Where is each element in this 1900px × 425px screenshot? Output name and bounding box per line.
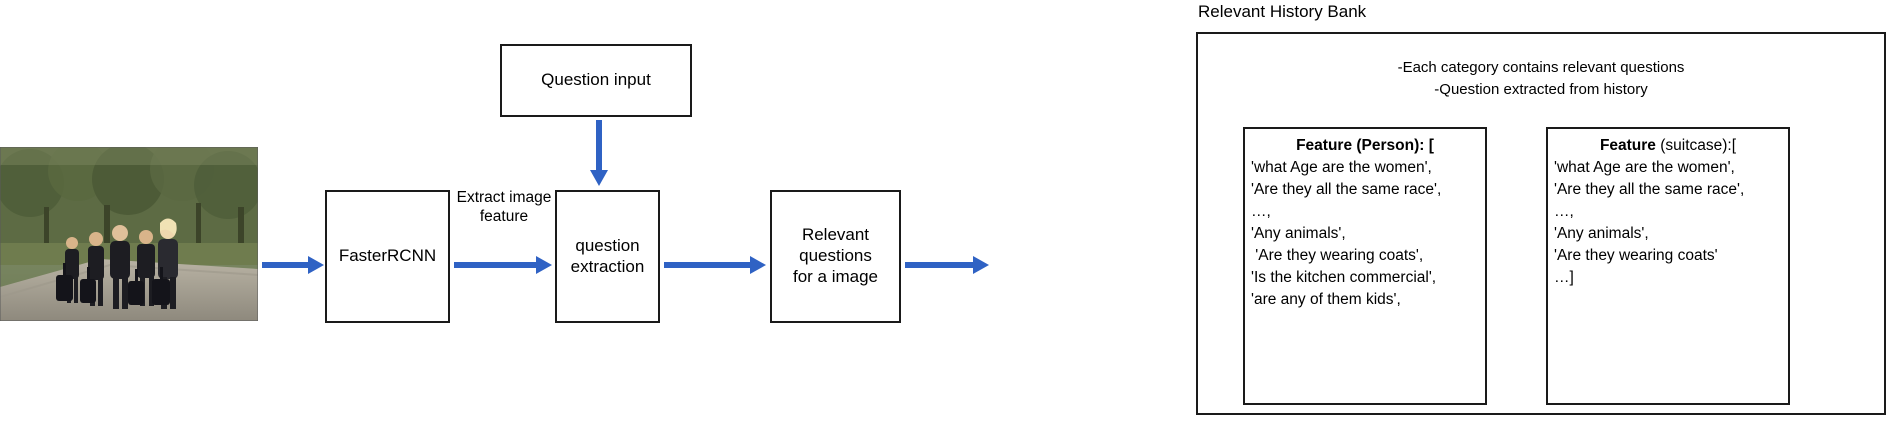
faster-rcnn-box[interactable]: FasterRCNN [325, 190, 450, 323]
feature-suitcase-list: 'what Age are the women', 'Are they all … [1548, 157, 1788, 289]
list-item: …, [1251, 203, 1271, 220]
list-item: …, [1554, 203, 1574, 220]
feature-suitcase-header: Feature (suitcase):[ [1548, 129, 1788, 157]
list-item: 'Is the kitchen commercial', [1251, 269, 1437, 286]
question-extraction-line2: extraction [570, 256, 645, 276]
list-item: 'Any animals', [1251, 225, 1346, 242]
relevant-history-bank-title: Relevant History Bank [1198, 2, 1367, 21]
feature-suitcase-box[interactable]: Feature (suitcase):[ 'what Age are the w… [1546, 127, 1790, 405]
list-item: 'are any of them kids', [1251, 291, 1401, 308]
feature-person-header: Feature (Person): [ [1245, 129, 1485, 157]
photo-illustration [0, 147, 258, 321]
list-item: 'Are they wearing coats', [1251, 247, 1424, 264]
list-item: 'Are they all the same race', [1554, 181, 1745, 198]
question-extraction-box[interactable]: question extraction [555, 190, 660, 323]
feature-suitcase-header-bold: Feature [1599, 137, 1656, 154]
extract-image-feature-label: Extract image feature [456, 188, 552, 227]
faster-rcnn-label: FasterRCNN [338, 246, 437, 266]
question-input-label: Question input [541, 70, 651, 90]
list-item: 'what Age are the women', [1554, 159, 1735, 176]
input-photo [0, 147, 258, 321]
relevant-questions-line1: Relevant [801, 225, 870, 245]
feature-person-header-bold: Feature (Person): [ [1296, 137, 1434, 154]
relevant-questions-line3: for a image [792, 266, 879, 286]
feature-person-box[interactable]: Feature (Person): [ 'what Age are the wo… [1243, 127, 1487, 405]
extract-label-line2: feature [479, 208, 529, 226]
list-item: 'what Age are the women', [1251, 159, 1432, 176]
bank-notes: -Each category contains relevant questio… [1198, 57, 1884, 101]
feature-suitcase-header-plain: (suitcase):[ [1655, 137, 1737, 154]
relevant-questions-box[interactable]: Relevant questions for a image [770, 190, 901, 323]
extract-label-line1: Extract image [456, 189, 552, 206]
list-item: …] [1554, 269, 1574, 286]
list-item: 'Any animals', [1554, 225, 1649, 242]
list-item: 'Are they all the same race', [1251, 181, 1442, 198]
relevant-history-bank-panel: -Each category contains relevant questio… [1196, 32, 1886, 415]
bank-note-2: -Question extracted from history [1434, 80, 1648, 98]
bank-note-1: -Each category contains relevant questio… [1397, 59, 1685, 76]
question-extraction-line1: question [575, 235, 640, 255]
question-input-box[interactable]: Question input [500, 44, 692, 117]
feature-person-list: 'what Age are the women', 'Are they all … [1245, 157, 1485, 311]
list-item: 'Are they wearing coats' [1554, 247, 1718, 264]
relevant-questions-line2: questions [799, 246, 872, 266]
